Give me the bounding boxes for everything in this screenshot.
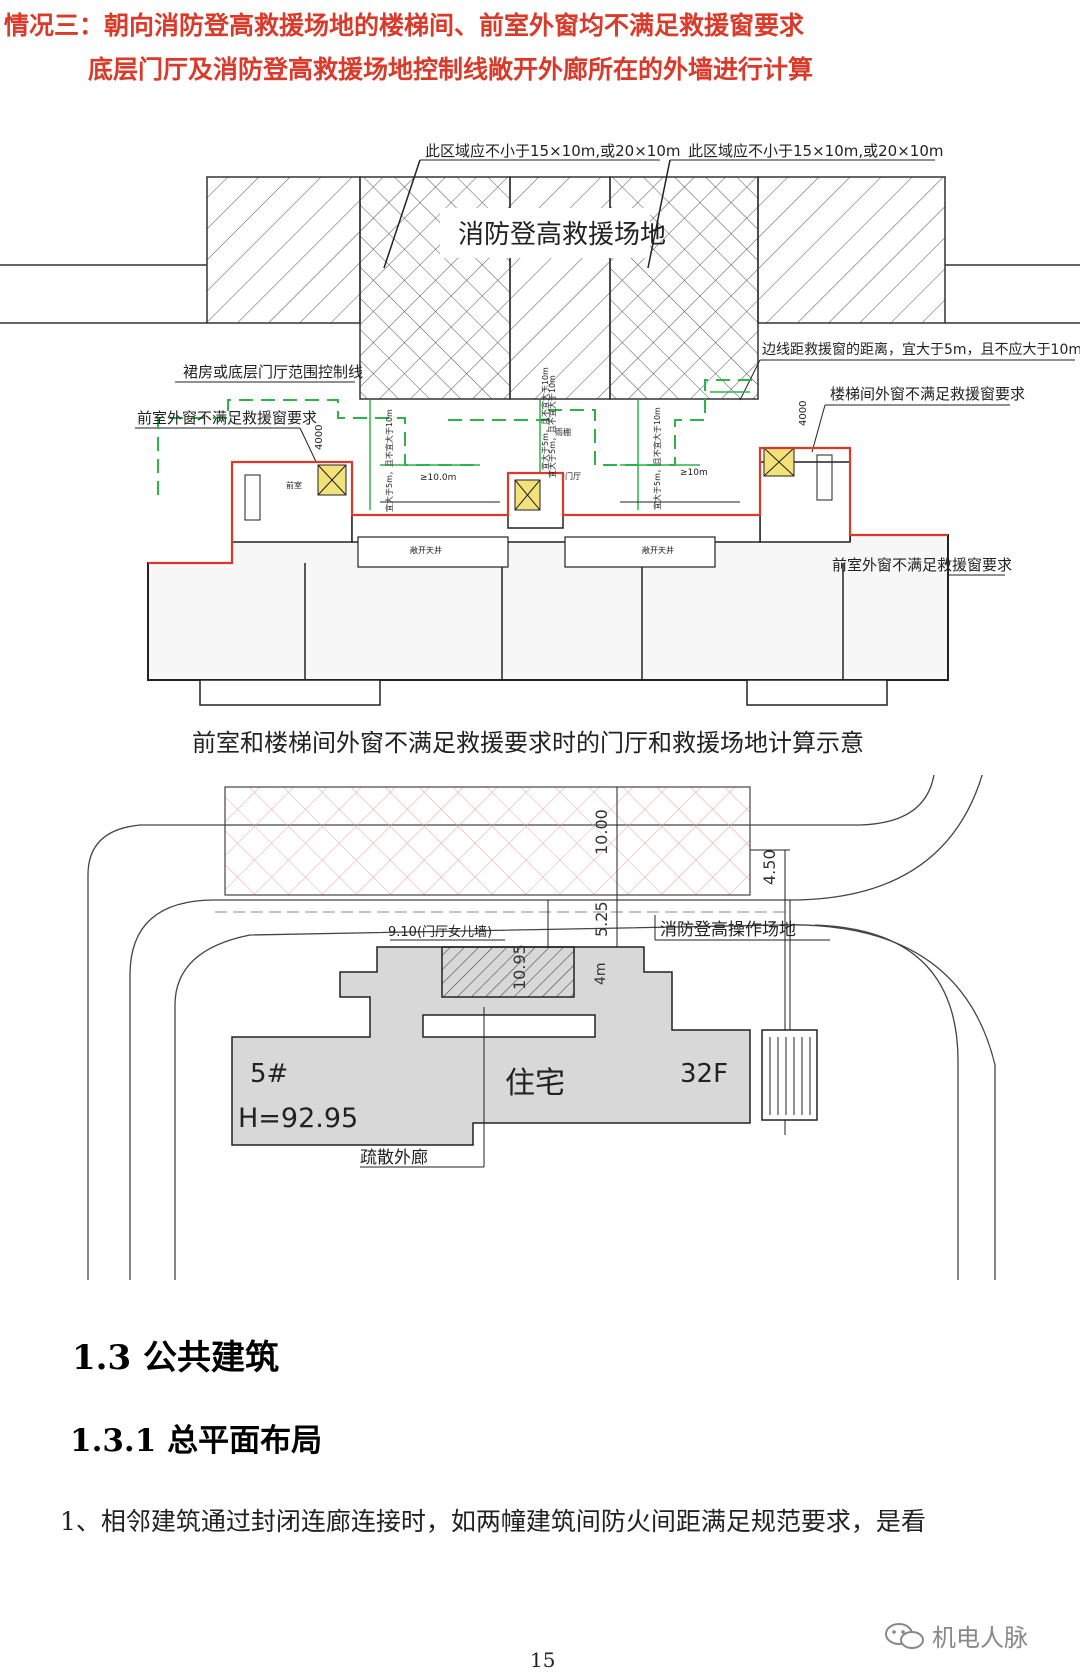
site-plan-drawing-1: 此区域应不小于15×10m,或20×10m 此区域应不小于15×10m,或20×… bbox=[0, 142, 1080, 706]
dim-vertical-4: 宜大于5m，且不宜大于10m bbox=[652, 407, 662, 510]
dim-1095: 10.95 bbox=[510, 944, 529, 990]
label-edge-distance: 边线距救援窗的距离，宜大于5m，且不应大于10m bbox=[762, 341, 1080, 358]
building-use: 住宅 bbox=[505, 1066, 565, 1101]
paragraph-1: 1、相邻建筑通过封闭连廊连接时，如两幢建筑间防火间距满足规范要求，是看 bbox=[60, 1507, 926, 1536]
dim-vertical-2: 宜大于5m，且不宜大于10m bbox=[540, 367, 550, 470]
figure-1-caption: 前室和楼梯间外窗不满足救援要求时的门厅和救援场地计算示意 bbox=[192, 729, 864, 757]
label-region-right: 此区域应不小于15×10m,或20×10m bbox=[688, 142, 943, 160]
dim-4m: 4m bbox=[593, 962, 609, 985]
room-front: 前室 bbox=[286, 480, 302, 490]
dim-10m-left: ≥10.0m bbox=[420, 473, 456, 483]
dim-4000-right: 4000 bbox=[798, 401, 809, 426]
dim-525: 5.25 bbox=[592, 901, 611, 937]
site-label: 消防登高操作场地 bbox=[660, 920, 796, 940]
page-number: 15 bbox=[530, 1648, 556, 1672]
parapet-label: 9.10(门厅女儿墙) bbox=[388, 924, 492, 940]
dim-10m-right: ≥10m bbox=[680, 468, 708, 478]
site-hatch-right bbox=[757, 176, 946, 324]
figure-2: 10.00 4.50 5.25 10.95 4m 9.10(门厅女儿墙) 消防登… bbox=[0, 775, 1080, 1280]
room-corridor-2: 敞开天井 bbox=[642, 545, 674, 555]
floor-count: 32F bbox=[680, 1059, 728, 1089]
watermark: 机电人脉 bbox=[884, 1618, 1028, 1653]
site-label-bg bbox=[440, 208, 650, 258]
building-height: H=92.95 bbox=[238, 1103, 358, 1134]
rescue-site-area bbox=[224, 786, 751, 896]
label-control-line: 裙房或底层门厅范围控制线 bbox=[183, 363, 363, 381]
building-podium bbox=[147, 534, 949, 681]
building-footprint bbox=[231, 946, 751, 1146]
label-front-room-right: 前室外窗不满足救援窗要求 bbox=[832, 556, 1012, 574]
site-hatch-left bbox=[206, 176, 361, 324]
label-region-left: 此区域应不小于15×10m,或20×10m bbox=[425, 142, 680, 160]
site-plan-drawing-2: 10.00 4.50 5.25 10.95 4m 9.10(门厅女儿墙) 消防登… bbox=[87, 775, 996, 1280]
figure-1: 情况三：朝向消防登高救援场地的楼梯间、前室外窗均不满足救援窗要求 底层门厅及消防… bbox=[0, 0, 1080, 757]
room-lobby: 门厅 bbox=[565, 471, 581, 481]
dim-10: 10.00 bbox=[592, 809, 611, 855]
room-corridor-1: 敞开天井 bbox=[410, 545, 442, 555]
figure-1-title-line-1: 情况三：朝向消防登高救援场地的楼梯间、前室外窗均不满足救援窗要求 bbox=[4, 11, 805, 40]
label-front-room-left: 前室外窗不满足救援窗要求 bbox=[137, 409, 317, 427]
lobby-parapet bbox=[441, 946, 575, 998]
wechat-icon bbox=[885, 1622, 924, 1649]
watermark-text: 机电人脉 bbox=[932, 1624, 1028, 1652]
building-number: 5# bbox=[250, 1059, 288, 1089]
room-canopy: 雨棚 bbox=[555, 427, 571, 437]
dim-vertical-3: 宜大于5m，且不宜大于10m bbox=[547, 375, 557, 478]
heading-1-3-1: 1.3.1 总平面布局 bbox=[70, 1423, 323, 1459]
figure-1-title-line-2: 底层门厅及消防登高救援场地控制线敞开外廊所在的外墙进行计算 bbox=[88, 55, 814, 84]
label-stair-right: 楼梯间外窗不满足救援窗要求 bbox=[830, 385, 1025, 403]
dim-450: 4.50 bbox=[760, 849, 779, 885]
gallery-label: 疏散外廊 bbox=[360, 1148, 428, 1168]
label-site: 消防登高救援场地 bbox=[458, 220, 666, 250]
dim-4000-left: 4000 bbox=[314, 425, 325, 450]
dim-vertical-1: 宜大于5m，且不宜大于10m bbox=[384, 409, 394, 512]
heading-1-3: 1.3 公共建筑 bbox=[72, 1338, 279, 1378]
